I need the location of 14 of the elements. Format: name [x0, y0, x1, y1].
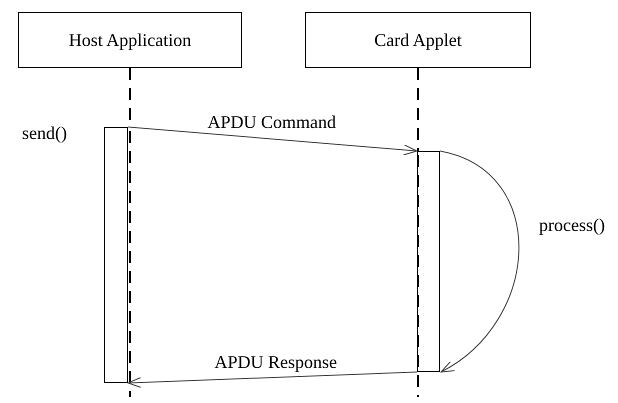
participant-name: Card Applet	[374, 30, 462, 50]
edge-label: APDU Response	[212, 353, 340, 371]
self-message-arrow	[440, 150, 520, 372]
lifeline	[417, 68, 419, 151]
message-arrow	[128, 372, 418, 388]
lifeline-header-box	[18, 12, 242, 68]
edge-label: process()	[537, 216, 607, 234]
participant-name: Host Application	[68, 30, 192, 50]
activation-bar	[417, 151, 440, 372]
edge-label: APDU Command	[206, 113, 338, 131]
message-arrow	[128, 126, 418, 156]
method-label: send()	[22, 124, 67, 142]
lifeline-header-box	[305, 12, 531, 68]
activation-bar	[104, 127, 128, 383]
